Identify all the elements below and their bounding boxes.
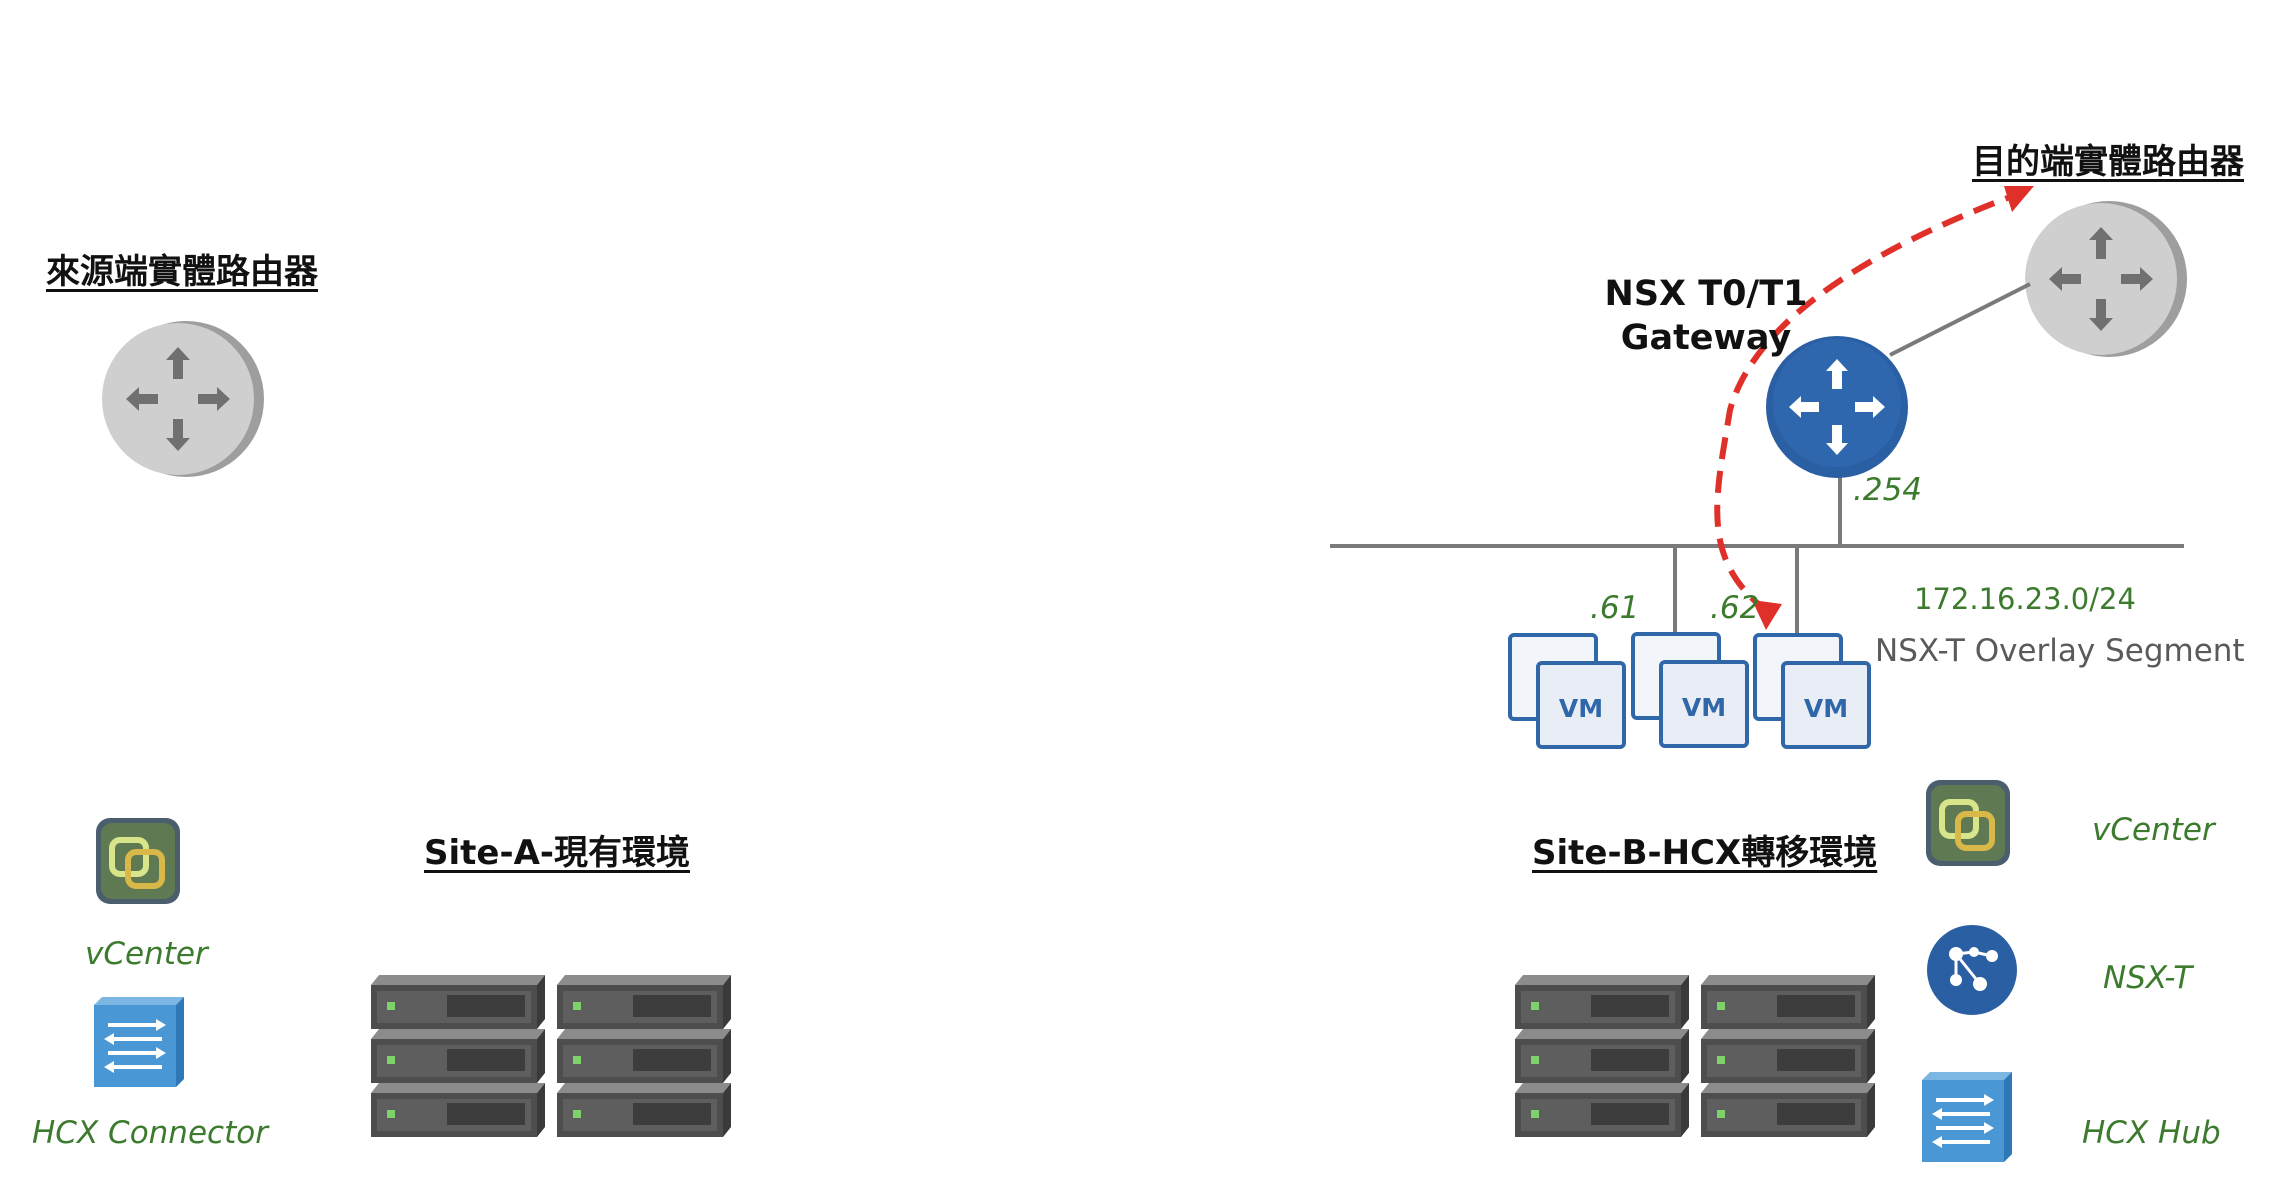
nsx-t-icon bbox=[1927, 925, 2017, 1015]
vm-icon: VM bbox=[1753, 633, 1871, 749]
migration-arrowhead-bottom bbox=[1752, 600, 1782, 630]
segment-name-label: NSX-T Overlay Segment bbox=[1875, 633, 2245, 669]
server-rack-icon bbox=[1515, 975, 1689, 1137]
site-b-nsx-label: NSX-T bbox=[2103, 960, 2193, 996]
gateway-label: NSX T0/T1 Gateway bbox=[1586, 272, 1826, 360]
site-b-vcenter-label: vCenter bbox=[2092, 812, 2215, 848]
server-rack-icon bbox=[371, 975, 545, 1137]
gateway-ip-label: .254 bbox=[1853, 472, 1923, 508]
gateway-label-line2: Gateway bbox=[1620, 318, 1792, 358]
source-router-label: 來源端實體路由器 bbox=[46, 252, 318, 292]
site-a-hcx-label: HCX Connector bbox=[32, 1115, 268, 1151]
nsx-gateway-icon bbox=[1766, 336, 1908, 478]
vcenter-icon bbox=[1926, 780, 2010, 866]
hcx-hub-icon bbox=[1920, 1070, 2014, 1164]
source-router-icon bbox=[102, 321, 264, 477]
svg-text:VM: VM bbox=[1682, 693, 1726, 722]
site-a-title: Site-A-現有環境 bbox=[424, 833, 690, 873]
site-a-vcenter-label: vCenter bbox=[85, 936, 208, 972]
svg-text:VM: VM bbox=[1559, 694, 1603, 723]
svg-text:VM: VM bbox=[1804, 694, 1848, 723]
vm-icon: VM bbox=[1508, 633, 1626, 749]
server-rack-icon bbox=[1701, 975, 1875, 1137]
vm-ip-label-b: .62 bbox=[1710, 590, 1760, 626]
segment-cidr-label: 172.16.23.0/24 bbox=[1914, 582, 2136, 616]
hcx-connector-icon bbox=[92, 995, 186, 1089]
vm-icon: VM bbox=[1631, 632, 1749, 748]
migration-arrow bbox=[1714, 194, 2012, 615]
gateway-to-router-link bbox=[1889, 282, 2031, 357]
dest-router-icon bbox=[2025, 201, 2187, 357]
vm-ip-label-a: .61 bbox=[1590, 590, 1640, 626]
vcenter-icon bbox=[96, 818, 180, 904]
site-b-hcx-label: HCX Hub bbox=[2082, 1115, 2221, 1151]
site-b-title: Site-B-HCX轉移環境 bbox=[1532, 833, 1878, 873]
migration-arrowhead-top bbox=[2004, 186, 2034, 212]
gateway-label-line1: NSX T0/T1 bbox=[1604, 274, 1808, 314]
server-rack-icon bbox=[557, 975, 731, 1137]
dest-router-label: 目的端實體路由器 bbox=[1972, 142, 2244, 182]
